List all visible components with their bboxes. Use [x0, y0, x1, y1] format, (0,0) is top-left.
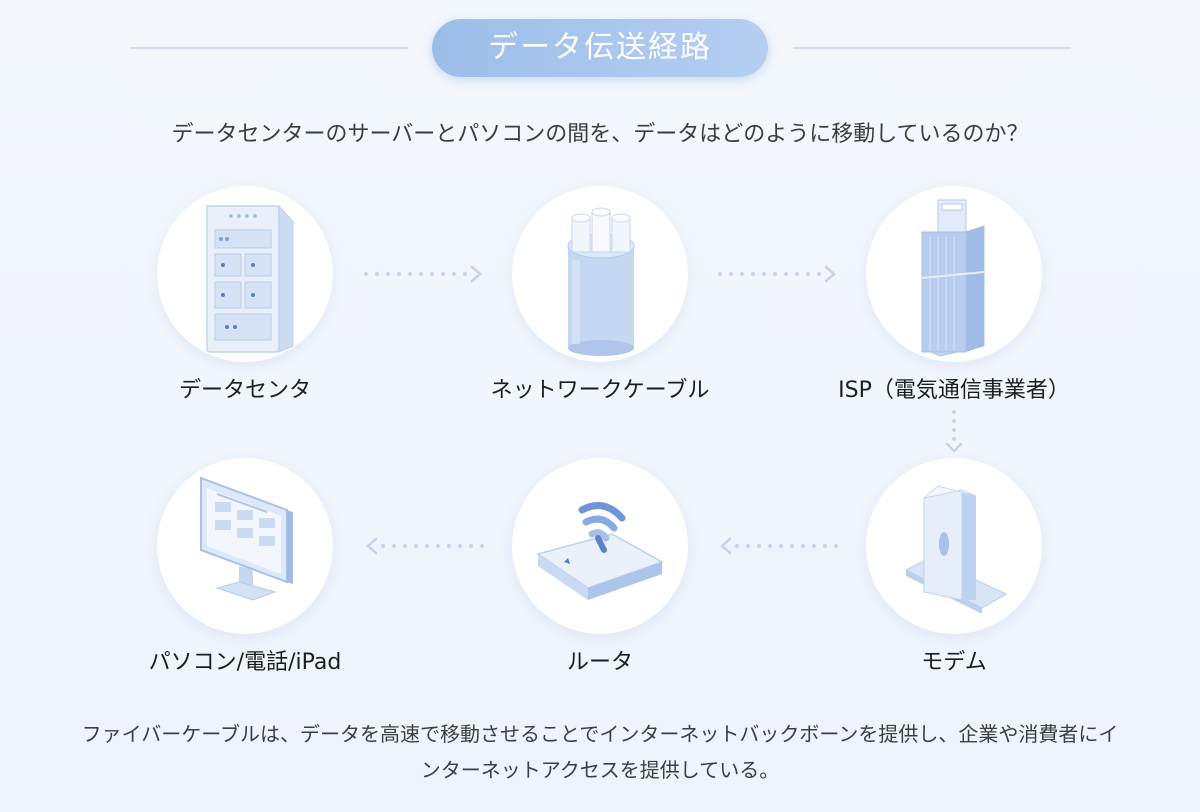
- node-modem: [866, 458, 1042, 634]
- node-router: [512, 458, 688, 634]
- node-label-isp: ISP（電気通信事業者）: [838, 378, 1070, 403]
- footer-description: ファイバーケーブルは、データを高速で移動させることでインターネットバックボーンを…: [40, 716, 1160, 788]
- fiber-cable-icon: [567, 207, 635, 356]
- page-title: データ伝送経路: [432, 19, 768, 77]
- node-isp: [866, 186, 1042, 362]
- node-network-cable: [512, 186, 688, 362]
- arrow-right-2: [718, 265, 836, 283]
- arrow-down: [945, 410, 963, 453]
- modem-icon: [904, 485, 1008, 614]
- server-rack-icon: [205, 204, 295, 353]
- node-label-data-center: データセンタ: [178, 378, 311, 403]
- wifi-icon: [578, 502, 626, 553]
- arrow-right-1: [364, 265, 482, 283]
- node-data-center: [157, 186, 333, 362]
- arrow-left-2: [366, 537, 484, 555]
- computer-monitor-icon: [200, 476, 293, 601]
- node-label-network-cable: ネットワークケーブル: [490, 378, 710, 403]
- footer-line-1: ファイバーケーブルは、データを高速で移動させることでインターネットバックボーンを…: [81, 722, 1119, 746]
- node-label-router: ルータ: [566, 650, 633, 675]
- footer-line-2: ンターネットアクセスを提供している。: [420, 758, 780, 782]
- node-label-computer: パソコン/電話/iPad: [148, 650, 342, 675]
- arrow-left-1: [720, 537, 838, 555]
- isp-building-icon: [921, 199, 985, 357]
- subtitle: データセンターのサーバーとパソコンの間を、データはどのように移動しているのか？: [171, 122, 1029, 147]
- node-computer: [157, 458, 333, 634]
- node-label-modem: モデム: [921, 650, 987, 675]
- title-divider-left: [130, 47, 408, 49]
- title-divider-right: [793, 47, 1071, 49]
- router-icon: [536, 502, 664, 600]
